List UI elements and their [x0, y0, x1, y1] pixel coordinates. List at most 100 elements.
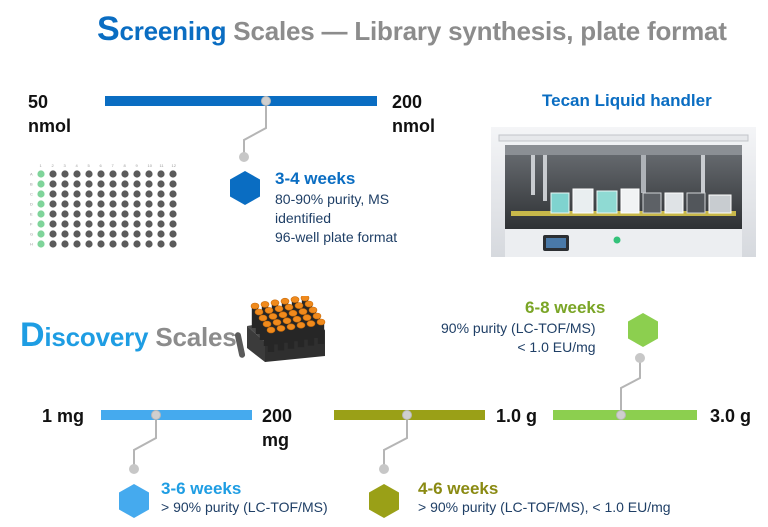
plate-well [97, 220, 105, 228]
scale2-connector-dot [379, 464, 389, 474]
screening-range-max: 200 nmol [392, 92, 435, 136]
plate-column-label: 7 [112, 163, 115, 168]
plate-well [121, 200, 129, 208]
vial-cap [264, 307, 274, 314]
plate-well [145, 220, 153, 228]
plate-well [49, 220, 57, 228]
plate-well [37, 180, 45, 188]
vial-cap [302, 314, 312, 321]
plate-well [169, 210, 177, 218]
plate-well [49, 230, 57, 238]
vial [251, 306, 259, 328]
plate-well [37, 190, 45, 198]
scale3-timeline: 6-8 weeks [525, 298, 606, 317]
plate-well [97, 180, 105, 188]
scale3-marker [616, 410, 626, 420]
plate-well [133, 170, 141, 178]
plate-column-label: 2 [52, 163, 55, 168]
vial-cap [316, 318, 326, 326]
vial [255, 312, 263, 334]
vial [317, 322, 325, 344]
plate-row-label: H [30, 242, 33, 247]
vial-cap [258, 314, 268, 322]
plate-well [109, 190, 117, 198]
vial-cap [298, 308, 308, 315]
vial-cap [296, 321, 306, 329]
plate-well [61, 230, 69, 238]
scale1-max-label: 200 mg [262, 406, 293, 450]
vial-cap [254, 308, 264, 316]
vial-cap [250, 302, 260, 310]
plate-well [145, 210, 153, 218]
scale1-min-label: 1 mg [42, 406, 85, 426]
plate-well [157, 230, 165, 238]
vial-cap [272, 319, 282, 326]
vial [293, 319, 301, 342]
plate-row-label: G [30, 232, 33, 237]
plate-column-label: 3 [64, 163, 67, 168]
vial-cap [280, 297, 290, 305]
plate-row-label: D [30, 202, 33, 207]
scale3-connector-dot [635, 353, 645, 363]
vial [273, 322, 281, 345]
vial-cap [300, 296, 310, 302]
plate-well [49, 200, 57, 208]
plate-well [61, 170, 69, 178]
vial-cap [292, 315, 302, 323]
vial-cap [260, 301, 270, 308]
screening-connector-dot [239, 152, 249, 162]
plate-well [85, 220, 93, 228]
plate-well [169, 170, 177, 178]
scale2-timeline: 4-6 weeks [418, 479, 499, 498]
plate-well [145, 190, 153, 198]
plate-well [49, 170, 57, 178]
plate-well [49, 180, 57, 188]
plate-well [85, 190, 93, 198]
plate-well [97, 240, 105, 248]
vial [263, 324, 271, 346]
plate-row-label: A [30, 172, 33, 177]
plate-well [121, 230, 129, 238]
scale1-hexagon-icon [119, 484, 149, 518]
plate-well [73, 200, 81, 208]
plate-well [145, 200, 153, 208]
vial-cap [294, 302, 304, 309]
vial-cap [282, 317, 292, 325]
plate-well [157, 170, 165, 178]
scale2-max-label: 1.0 g [496, 406, 538, 426]
vial-cap [286, 323, 296, 331]
plate-well [97, 210, 105, 218]
plate-well [85, 230, 93, 238]
plate-well [85, 210, 93, 218]
plate-well [109, 240, 117, 248]
plate-well [145, 240, 153, 248]
plate-row-label: F [30, 222, 33, 227]
vial [277, 328, 285, 351]
vial-rack-image [234, 296, 326, 362]
plate-well [109, 230, 117, 238]
vial-cap [278, 311, 288, 319]
plate-column-label: 8 [124, 163, 127, 168]
scale2-details: > 90% purity (LC-TOF/MS), < 1.0 EU/mg [418, 499, 671, 515]
plate-column-label: 4 [76, 163, 79, 168]
scale2-marker [402, 410, 412, 420]
plate-well [73, 170, 81, 178]
plate-well [61, 190, 69, 198]
plate-well [121, 190, 129, 198]
plate-well [133, 210, 141, 218]
plate-well [61, 220, 69, 228]
plate-well [157, 240, 165, 248]
plate-column-label: 5 [88, 163, 91, 168]
plate-well [61, 180, 69, 188]
plate-column-label: 1 [40, 163, 43, 168]
plate-well [109, 180, 117, 188]
vial-cap [268, 313, 278, 320]
plate-well [145, 180, 153, 188]
equipment-label: Tecan Liquid handler [542, 91, 712, 110]
plate-well [121, 180, 129, 188]
plate-row-label: C [30, 192, 33, 197]
scale3-hexagon-icon [628, 313, 658, 347]
discovery-title: Discovery Scales [20, 316, 237, 354]
screening-details: 80-90% purity, MS identified 96-well pla… [275, 191, 398, 245]
